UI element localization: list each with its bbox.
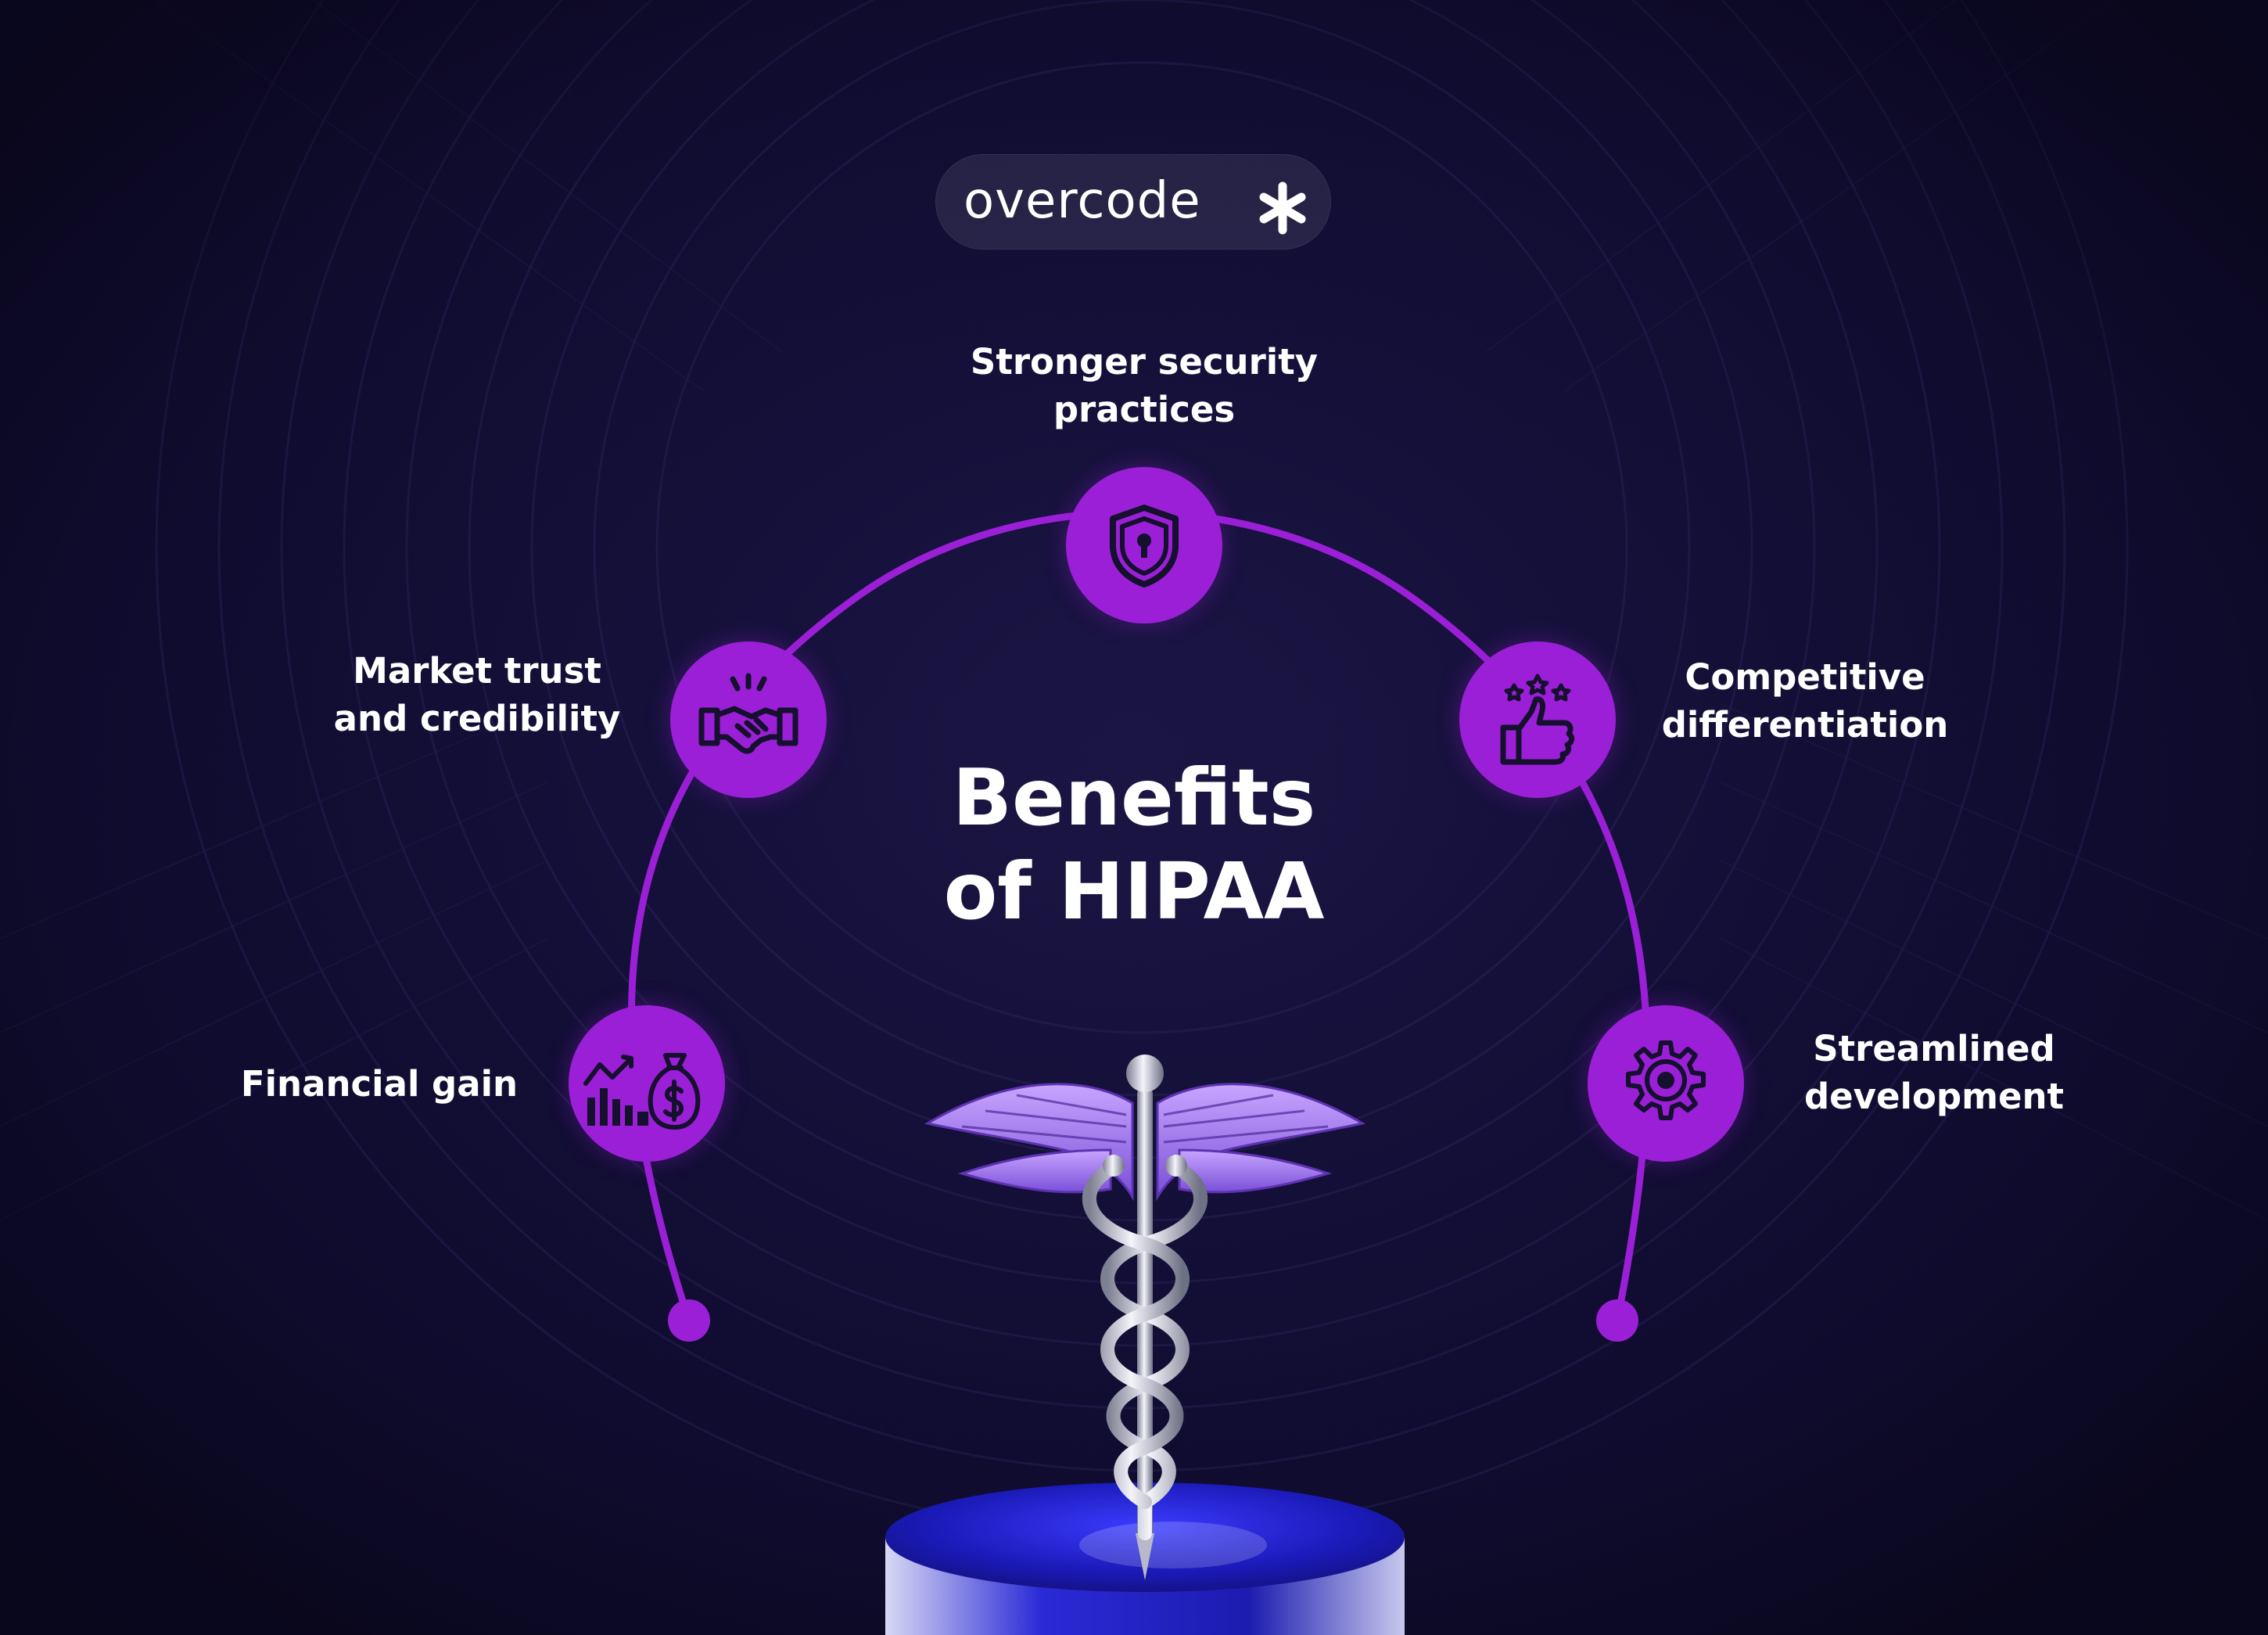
benefit-label-competitive: Competitive differentiation — [1661, 656, 1949, 746]
benefit-node-financial — [569, 1005, 725, 1162]
shield-lock-icon — [1110, 505, 1179, 588]
benefit-label-financial: Financial gain — [240, 1063, 519, 1105]
benefit-node-development — [1588, 1005, 1744, 1162]
title-line-2: of HIPAA — [943, 846, 1325, 937]
handshake-icon — [698, 673, 798, 754]
benefit-node-security — [1066, 467, 1222, 623]
benefit-label-trust: Market trust and credibility — [333, 650, 621, 739]
gear-icon — [1626, 1040, 1706, 1120]
benefit-label-security: Stronger security practices — [970, 341, 1319, 430]
benefit-label-development: Streamlined development — [1803, 1028, 2065, 1117]
asterisk-icon — [1259, 181, 1306, 235]
title-line-1: Benefits — [952, 752, 1316, 843]
arc-endpoint-right — [1596, 1299, 1638, 1342]
page-title: Benefits of HIPAA — [860, 751, 1408, 939]
brand-name: overcode — [964, 172, 1201, 230]
benefit-node-trust — [670, 641, 827, 798]
thumbs-up-stars-icon — [1500, 674, 1575, 765]
benefit-node-competitive — [1459, 641, 1616, 798]
money-bag-chart-icon — [583, 1053, 701, 1130]
arc-endpoint-left — [668, 1299, 710, 1342]
